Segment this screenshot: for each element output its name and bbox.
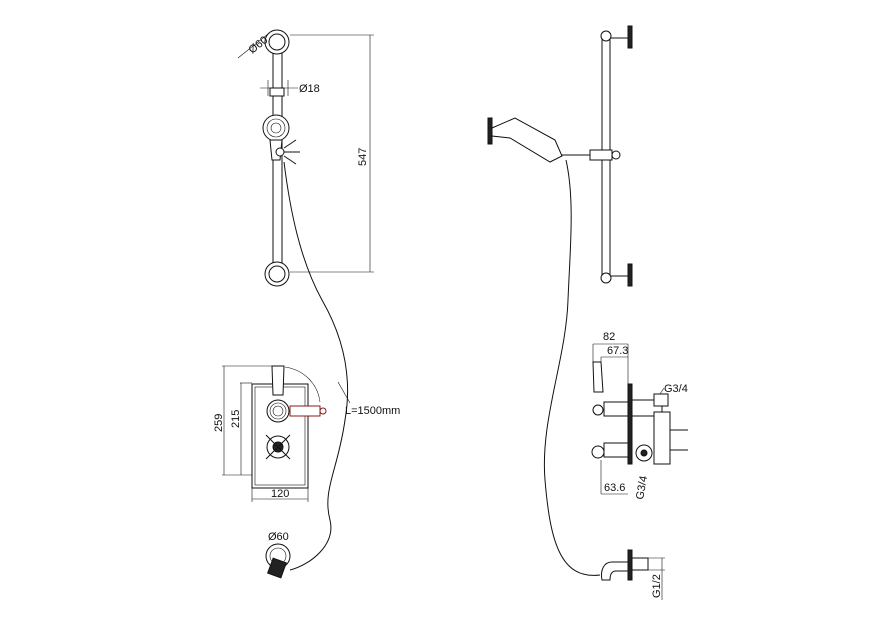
slider-cross-handle [283, 139, 300, 165]
valve-width-label: 120 [271, 488, 289, 500]
cross-handle [265, 434, 291, 460]
side-wall-plate [627, 383, 633, 465]
valve-outer-height-label: 259 [213, 414, 225, 432]
side-wall-elbow [601, 549, 665, 600]
inlet-thread-label: G3/4 [634, 475, 650, 501]
valve-side [591, 361, 688, 465]
side-hose [543, 159, 601, 576]
rail-diameter-label: Ø18 [299, 83, 320, 95]
side-lever [592, 361, 604, 393]
valve-inner-height-label: 215 [230, 410, 242, 428]
valve-depth-total-label: 82 [603, 331, 615, 343]
shower-hose [283, 161, 349, 571]
wall-outlet-front [265, 543, 291, 579]
lever-handle [271, 365, 285, 396]
elbow-thread-label: G1/2 [651, 574, 663, 598]
rail-slider [269, 87, 285, 97]
valve-side-dimensions [592, 343, 665, 495]
valve-front [251, 365, 327, 489]
hose-length-label: L=1500mm [345, 405, 400, 417]
valve-projection-label: 63.6 [604, 482, 625, 494]
side-slider [589, 149, 613, 161]
side-riser-rail [560, 25, 633, 287]
outlet-thread-label: G3/4 [664, 383, 688, 395]
lever-handle-rotated [289, 405, 321, 417]
front-rail-dimensions [237, 33, 374, 273]
valve-front-dimensions [222, 365, 309, 502]
outlet-diameter-label: Ø60 [268, 531, 289, 543]
rail-length-label: 547 [357, 148, 369, 166]
front-riser-rail [262, 29, 300, 287]
valve-depth-handle-label: 67.3 [607, 345, 628, 357]
side-handset [487, 117, 563, 163]
